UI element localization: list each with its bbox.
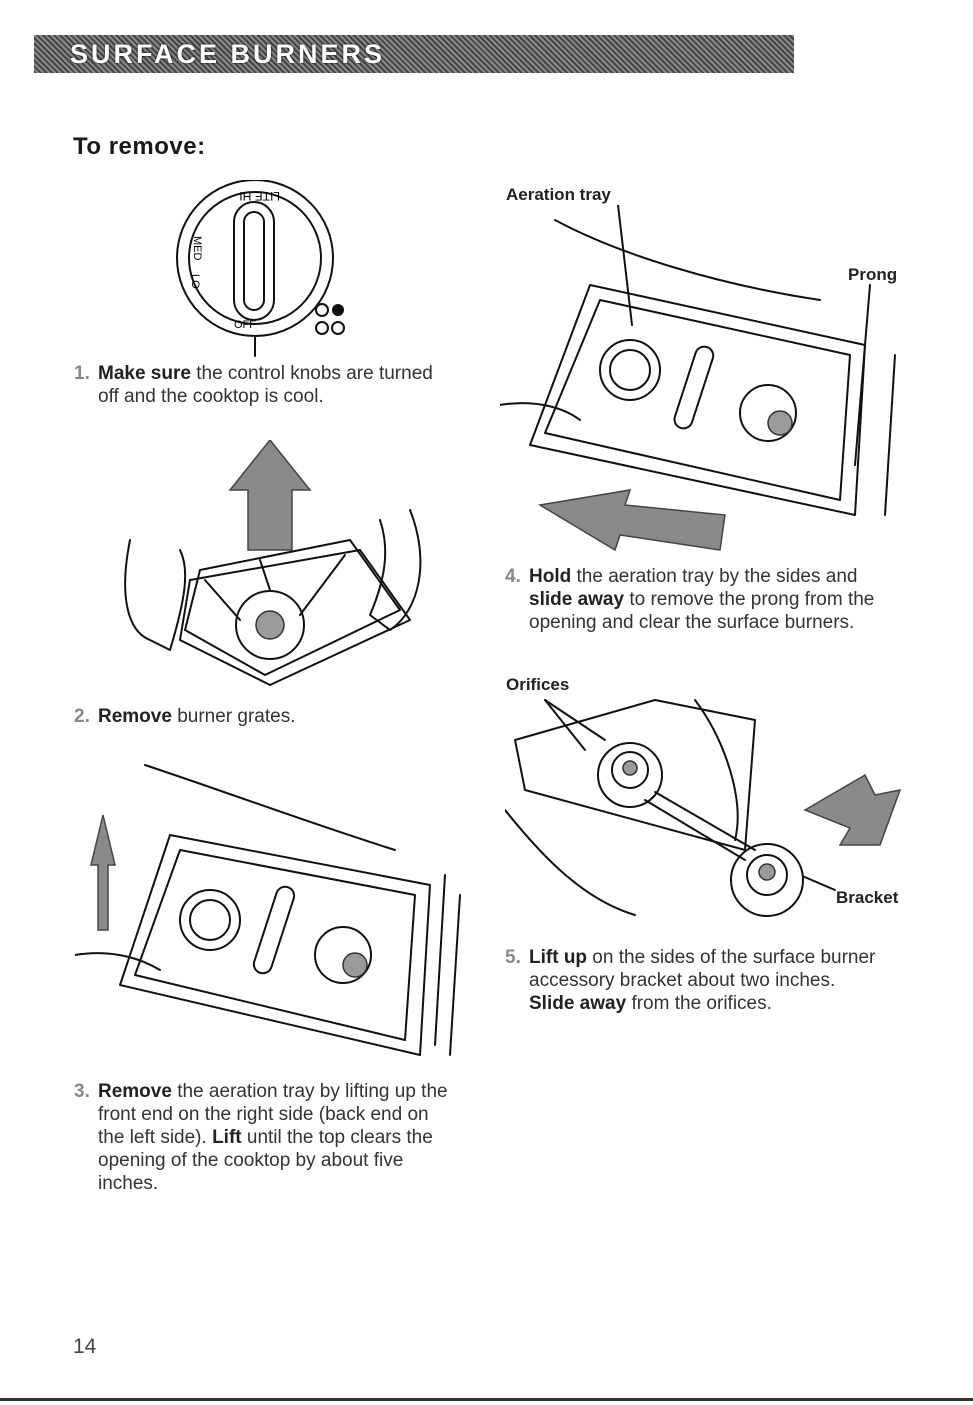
lift-arrow-icon xyxy=(90,814,116,931)
step-5-bold: Lift up xyxy=(529,947,588,968)
step-1-text: the control knobs are turned xyxy=(190,363,433,384)
step-1-line2: off and the cooktop is cool. xyxy=(98,386,324,407)
step-3-line2: front end on the right side (back end on xyxy=(98,1104,429,1125)
step-2-number: 2. xyxy=(74,706,90,727)
knob-label-off: OFF xyxy=(234,319,256,331)
section-banner: SURFACE BURNERS xyxy=(34,35,794,73)
bottom-rule xyxy=(0,1398,973,1401)
grate-removal-illustration xyxy=(124,440,422,686)
step-1-bold: Make sure xyxy=(98,363,191,384)
slide-arrow-icon xyxy=(537,489,726,552)
step-3-line5: inches. xyxy=(98,1173,159,1194)
callout-prong: Prong xyxy=(848,265,898,284)
slide-away-arrow-icon xyxy=(803,773,902,846)
step-4-line2-rest: to remove the prong from the xyxy=(624,589,875,610)
step-4-bold: Hold xyxy=(529,566,572,587)
step-5-line2: accessory bracket about two inches. xyxy=(529,970,836,991)
step-5-line3-rest: from the orifices. xyxy=(626,993,772,1014)
step-3-line4: opening of the cooktop by about five xyxy=(98,1150,404,1171)
step-4: 4. Hold the aeration tray by the sides a… xyxy=(505,565,875,634)
step-4-line3: opening and clear the surface burners. xyxy=(529,612,855,633)
step-3-number: 3. xyxy=(74,1081,90,1102)
subhead-to-remove: To remove: xyxy=(73,133,206,160)
banner-title: SURFACE BURNERS xyxy=(70,38,386,69)
step-2-text: burner grates. xyxy=(171,706,296,727)
knob-label-lo: LO xyxy=(189,274,201,289)
burner-bracket-illustration xyxy=(505,699,902,917)
step-4-line2-bold: slide away xyxy=(529,589,625,610)
step-4-text: the aeration tray by the sides and xyxy=(571,566,858,587)
aeration-tray-lift-illustration xyxy=(75,764,461,1056)
callout-bracket: Bracket xyxy=(836,888,899,907)
knob-label-lite: LITE HI xyxy=(239,189,280,203)
step-3-line3-bold: Lift xyxy=(212,1127,242,1148)
step-3-line3: the left side). xyxy=(98,1127,213,1148)
step-2: 2. Remove burner grates. xyxy=(74,705,296,728)
step-1: 1. Make sure the control knobs are turne… xyxy=(74,362,433,408)
step-4-number: 4. xyxy=(505,566,521,587)
aeration-tray-slide-illustration xyxy=(500,205,896,552)
step-5-number: 5. xyxy=(505,947,521,968)
step-1-number: 1. xyxy=(74,363,90,384)
page-number: 14 xyxy=(73,1335,97,1358)
step-3: 3. Remove the aeration tray by lifting u… xyxy=(74,1080,448,1195)
callout-orifices: Orifices xyxy=(506,675,570,694)
knob-label-med: MED xyxy=(191,236,203,261)
step-5: 5. Lift up on the sides of the surface b… xyxy=(505,946,876,1015)
step-5-line3-bold: Slide away xyxy=(529,993,627,1014)
step-3-line3-rest: until the top clears the xyxy=(241,1127,433,1148)
step-3-bold: Remove xyxy=(98,1081,172,1102)
control-knob-illustration: LITE HI MED LO OFF xyxy=(176,180,345,357)
up-arrow-icon xyxy=(228,440,312,551)
step-5-text: on the sides of the surface burner xyxy=(587,947,876,968)
step-3-text: the aeration tray by lifting up the xyxy=(171,1081,448,1102)
callout-aeration-tray: Aeration tray xyxy=(506,185,611,204)
step-2-bold: Remove xyxy=(98,706,172,727)
